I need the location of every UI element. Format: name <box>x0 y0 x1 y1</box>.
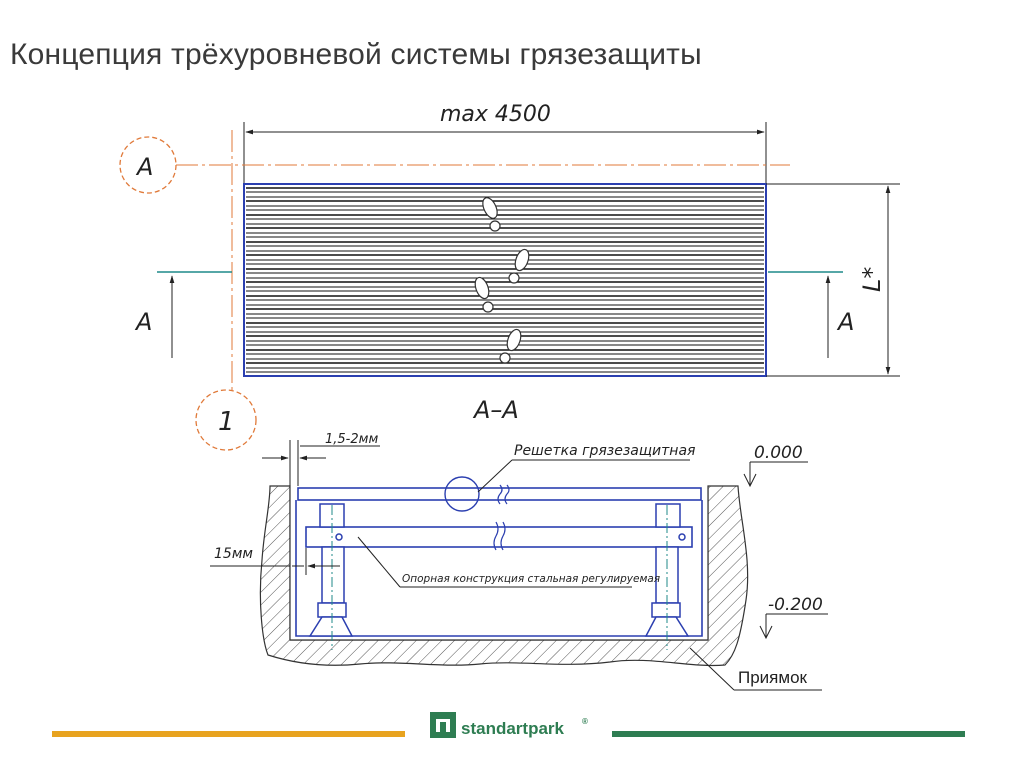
pit-leader: Приямок <box>689 647 822 691</box>
section-a-right: A <box>836 308 854 336</box>
section-title: A–A <box>472 396 519 424</box>
support-frame <box>305 521 693 551</box>
axis-one-marker: 1 <box>195 130 257 451</box>
max-dimension: max 4500 <box>243 102 767 185</box>
grate-section <box>297 476 702 512</box>
section-a-letter: A <box>135 153 153 181</box>
side-dimension: 15мм <box>210 546 340 575</box>
brand-mark: ® <box>582 717 588 726</box>
right-support-leg <box>644 503 690 650</box>
page-title: Концепция трёхуровневой системы грязезащ… <box>10 38 702 71</box>
support-label: Опорная конструкция стальная регулируема… <box>402 573 660 585</box>
support-leader: Опорная конструкция стальная регулируема… <box>357 536 660 588</box>
pit-lining <box>295 500 703 637</box>
level-top: 0.000 <box>743 443 808 488</box>
section-arrows: A A <box>134 271 854 358</box>
level-bottom: -0.200 <box>759 595 828 640</box>
grate-label: Решетка грязезащитная <box>514 443 695 459</box>
grate-leader: Решетка грязезащитная <box>477 443 695 493</box>
length-dimension: L* <box>766 183 900 377</box>
brand-name: standartpark <box>461 719 565 738</box>
gap-dim-label: 1,5-2мм <box>325 432 378 447</box>
pit-hatch <box>259 485 749 667</box>
footer: standartpark ® <box>52 712 965 738</box>
level-bottom-label: -0.200 <box>768 595 823 615</box>
gap-dimension: 1,5-2мм <box>262 432 380 486</box>
standartpark-logo: standartpark ® <box>430 712 588 738</box>
left-support-leg <box>308 503 354 650</box>
grate-plan <box>243 183 767 377</box>
footprints <box>474 197 530 364</box>
level-top-label: 0.000 <box>754 443 803 463</box>
section-a-left: A <box>134 308 152 336</box>
grate-slats <box>246 187 764 373</box>
max-dim-label: max 4500 <box>440 102 551 127</box>
pit-label: Приямок <box>738 668 808 687</box>
section-a-marker: A <box>119 136 790 194</box>
side-dim-label: 15мм <box>214 546 253 562</box>
length-dim-label: L* <box>858 267 886 292</box>
axis-one-label: 1 <box>218 407 235 437</box>
